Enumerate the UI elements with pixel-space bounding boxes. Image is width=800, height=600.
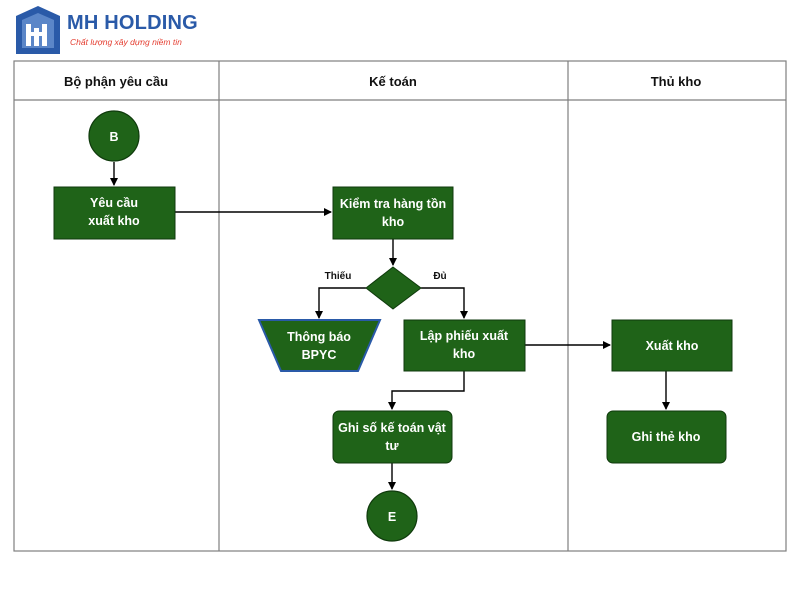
stock-card-node: Ghi thẻ kho xyxy=(606,410,727,464)
swimlane-frame xyxy=(13,60,787,552)
branch-label-enough: Đủ xyxy=(433,271,446,282)
request-node-label-line1: Yêu cầu xyxy=(90,196,138,210)
brand-logo: MH HOLDING Chất lượng xây dựng niềm tin xyxy=(12,4,202,56)
record-label-line2: tư xyxy=(385,439,399,453)
connector-issue-to-record xyxy=(388,371,465,410)
branch-label-shortage: Thiếu xyxy=(325,270,352,282)
stock-decision-diamond xyxy=(365,266,422,310)
notify-label-line2: BPYC xyxy=(302,348,337,362)
connector-decision-to-notify xyxy=(315,287,366,319)
start-node-label: B xyxy=(109,130,118,144)
export-label: Xuất kho xyxy=(646,339,699,353)
export-node: Xuất kho xyxy=(611,319,733,372)
lane-header-accounting: Kế toán xyxy=(369,74,417,89)
brand-tagline: Chất lượng xây dựng niềm tin xyxy=(70,37,182,47)
end-node: E xyxy=(366,490,418,542)
lane-header-warehouse: Thủ kho xyxy=(651,74,702,89)
stock-card-label: Ghi thẻ kho xyxy=(632,430,701,444)
notify-node: Thông báo BPYC xyxy=(257,319,382,372)
issue-slip-label-line2: kho xyxy=(453,347,476,361)
mh-building-logo-icon xyxy=(16,6,60,54)
check-stock-label-line1: Kiểm tra hàng tồn xyxy=(340,197,446,211)
record-node: Ghi số kế toán vật tư xyxy=(332,410,453,464)
connectors xyxy=(110,162,670,490)
end-node-label: E xyxy=(388,510,396,524)
start-node: B xyxy=(88,110,140,162)
connector-decision-to-issue xyxy=(421,287,468,319)
issue-slip-label-line1: Lập phiếu xuất xyxy=(420,329,509,343)
issue-slip-node: Lập phiếu xuất kho xyxy=(403,319,526,372)
lane-header-requester: Bộ phận yêu cầu xyxy=(64,74,168,89)
request-node-label-line2: xuất kho xyxy=(88,214,140,228)
request-node: Yêu cầu xuất kho xyxy=(53,186,176,240)
check-stock-label-line2: kho xyxy=(382,215,405,229)
check-stock-node: Kiểm tra hàng tồn kho xyxy=(332,186,454,240)
brand-name: MH HOLDING xyxy=(67,12,198,34)
notify-label-line1: Thông báo xyxy=(287,330,351,344)
record-label-line1: Ghi số kế toán vật xyxy=(338,421,447,435)
